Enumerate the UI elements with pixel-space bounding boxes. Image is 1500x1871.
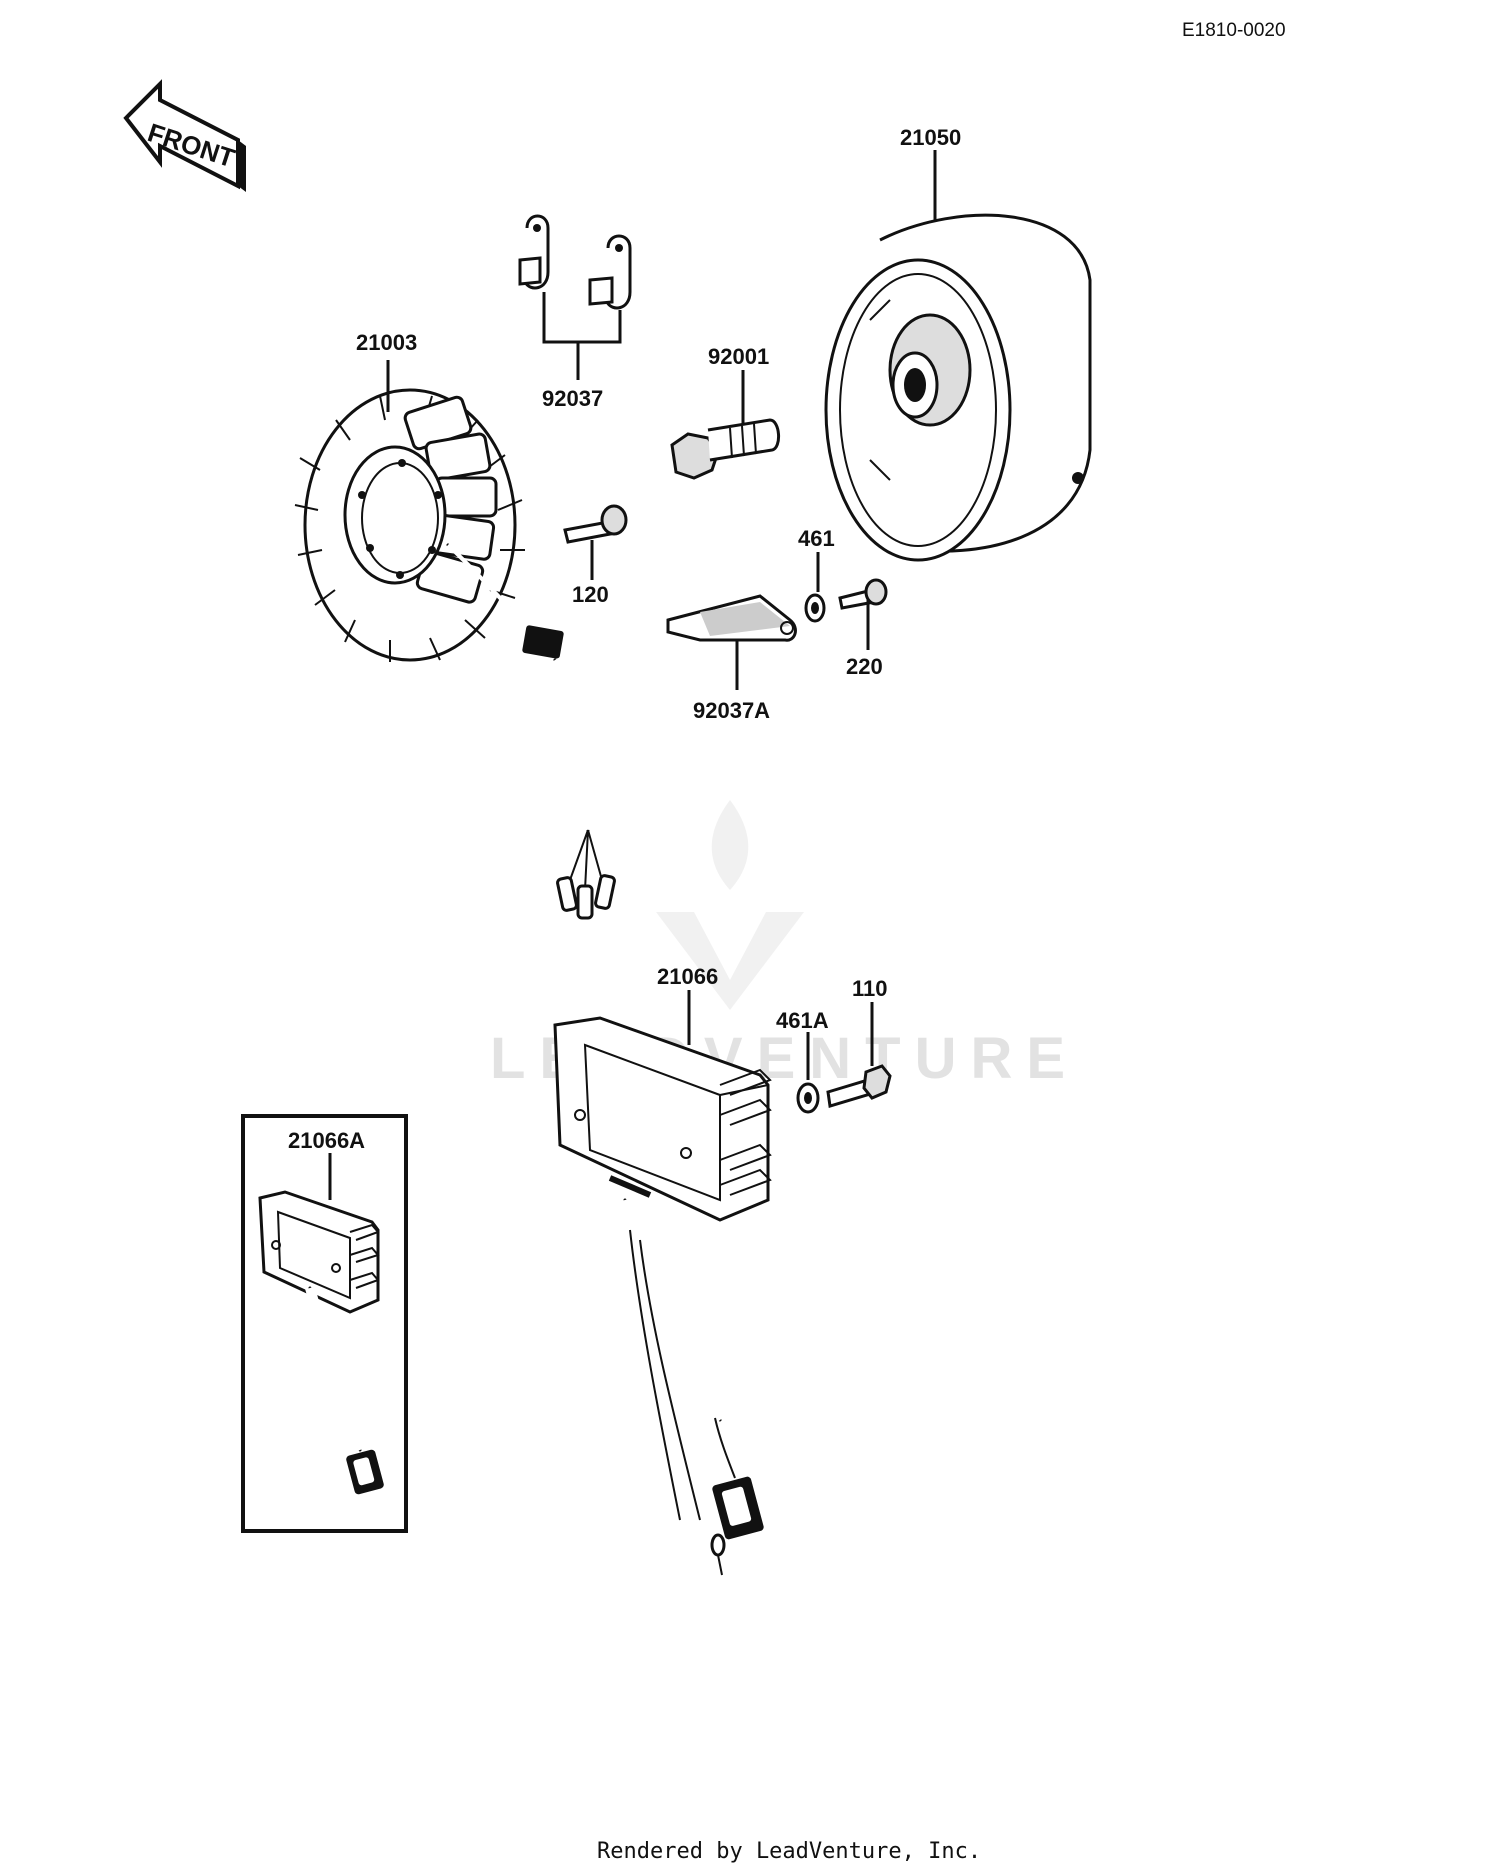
part-label-92037A: 92037A bbox=[693, 698, 770, 723]
part-label-461: 461 bbox=[798, 526, 835, 551]
part-label-461A: 461A bbox=[776, 1008, 829, 1033]
part-label-21050: 21050 bbox=[900, 125, 961, 150]
flywheel-drawing bbox=[824, 213, 1092, 562]
regulator-21066-drawing bbox=[553, 1016, 772, 1576]
watermark-logo bbox=[656, 800, 804, 1010]
bolt-92001-drawing bbox=[670, 418, 780, 480]
footer-credit: Rendered by LeadVenture, Inc. bbox=[597, 1839, 981, 1864]
washer-461A-drawing bbox=[796, 1082, 820, 1114]
screw-220-drawing bbox=[838, 578, 888, 610]
bracket-92037A-drawing bbox=[666, 594, 797, 642]
diagram-code: E1810-0020 bbox=[1182, 20, 1286, 41]
clamp-92037-drawing bbox=[518, 214, 632, 310]
screw-120-drawing bbox=[563, 504, 628, 544]
bolt-110-drawing bbox=[826, 1064, 892, 1108]
variant-21066A-box bbox=[241, 1114, 408, 1533]
part-label-120: 120 bbox=[572, 582, 609, 607]
stator-drawing bbox=[294, 388, 616, 920]
front-arrow-icon bbox=[123, 79, 246, 192]
part-label-21003: 21003 bbox=[356, 330, 417, 355]
regulator-21066A-drawing bbox=[258, 1190, 384, 1495]
part-label-21066A: 21066A bbox=[288, 1128, 365, 1153]
part-label-110: 110 bbox=[852, 976, 888, 1001]
part-label-21066: 21066 bbox=[657, 964, 718, 989]
part-label-220: 220 bbox=[846, 654, 883, 679]
part-label-92037: 92037 bbox=[542, 386, 603, 411]
washer-461-drawing bbox=[804, 593, 826, 623]
part-label-92001: 92001 bbox=[708, 344, 769, 369]
